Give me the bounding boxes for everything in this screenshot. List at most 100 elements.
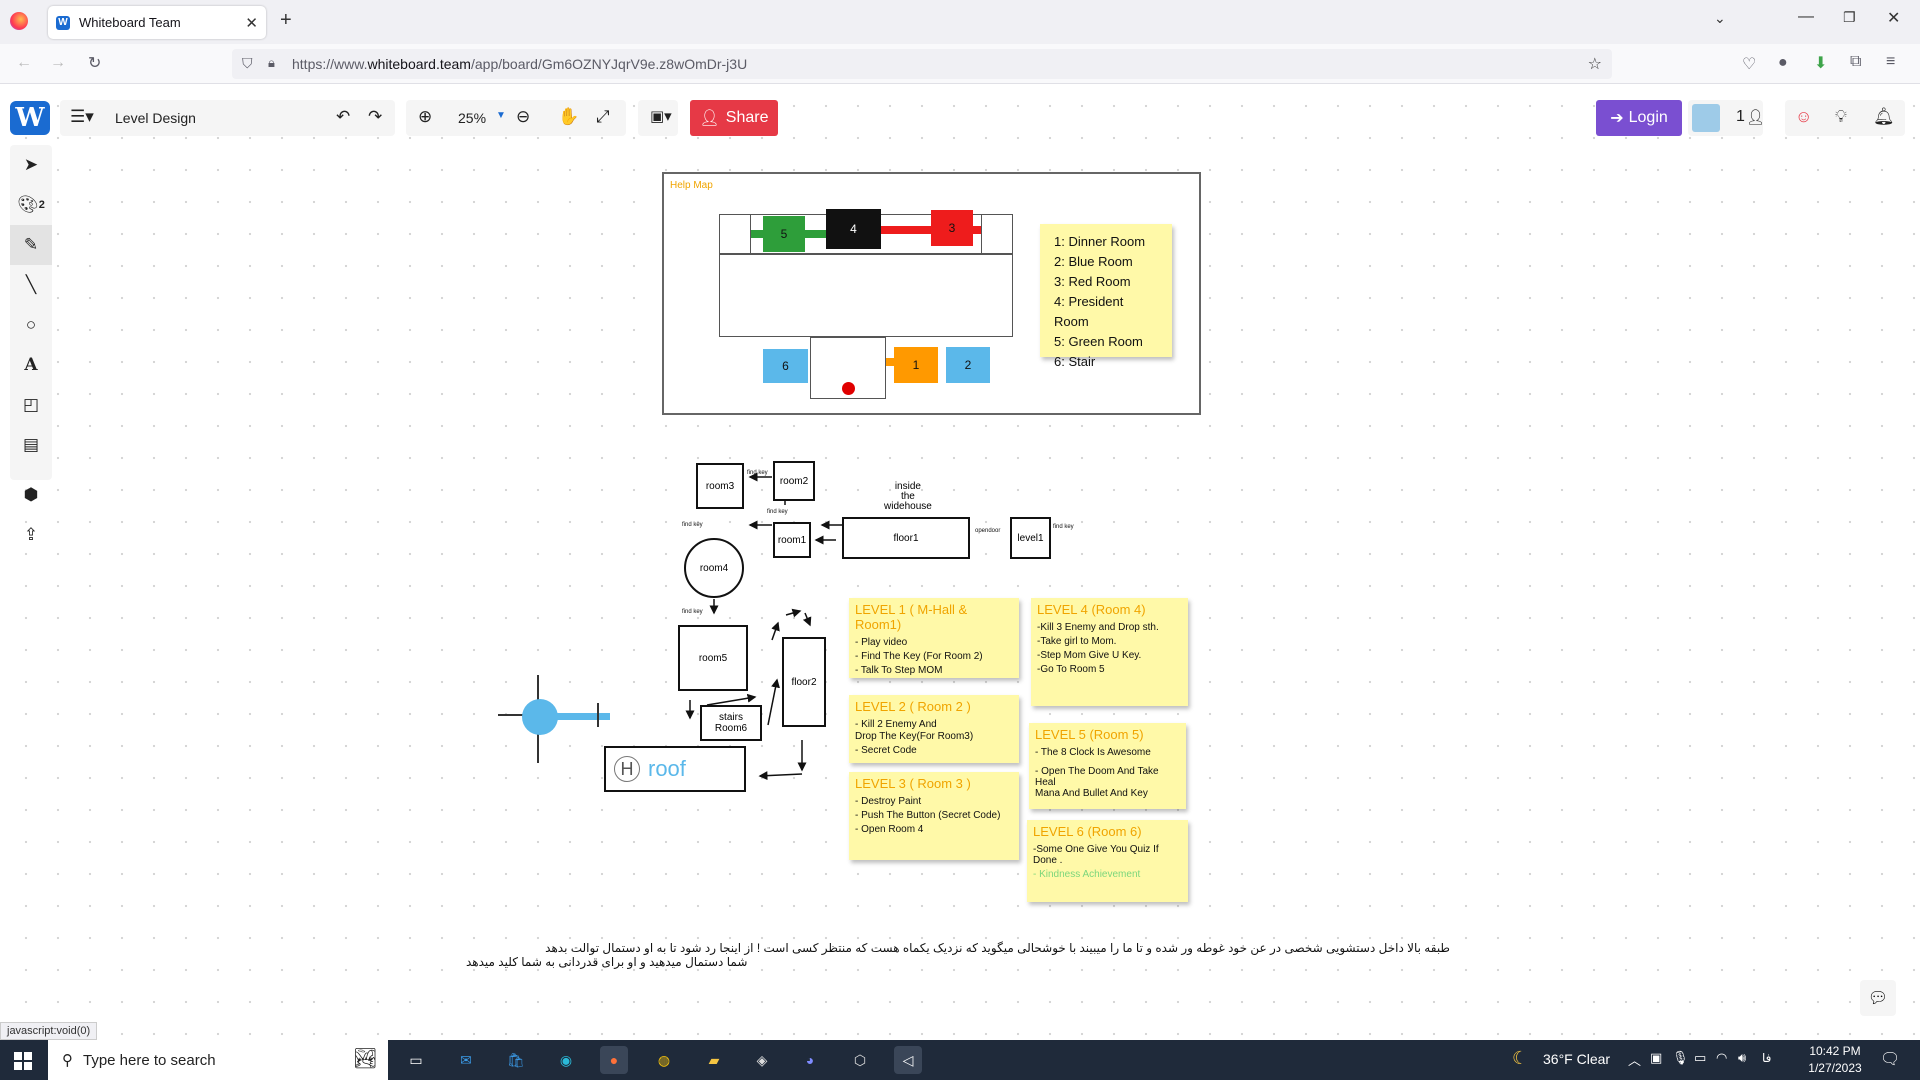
board-name[interactable]: Level Design [115,110,196,126]
red-room-3: 3 [931,210,973,246]
discord-icon[interactable]: ◕ [805,1052,815,1068]
tray-chevron-icon[interactable]: ︿ [1628,1053,1642,1068]
store-icon[interactable]: 🛍︎ [507,1051,525,1068]
game-app-icon[interactable]: ◈ [756,1051,768,1068]
task-view-icon[interactable]: ▭ [409,1051,423,1068]
roof-box[interactable]: H roof [604,746,746,792]
3d-shapes-tool-icon[interactable]: ⬢ [23,485,39,504]
persian-description[interactable]: طبقه بالا داخل دستشویی شخصی در عن خود غو… [466,941,1450,955]
pen-tool-icon[interactable]: ✎ [10,225,52,265]
chrome-icon[interactable]: ◍ [657,1051,671,1068]
redo-icon[interactable]: ↷ [368,107,383,126]
firefox-icon[interactable] [10,12,28,30]
notifications-icon[interactable]: 🗨︎ [1880,1051,1901,1068]
volume-icon[interactable]: 🔊︎ [1738,1050,1747,1065]
main-hall [719,254,1013,337]
zoom-in-icon[interactable]: ⊕ [418,107,433,126]
clock[interactable]: 10:42 PM 1/27/2023 [1800,1043,1870,1077]
level-4-note[interactable]: LEVEL 4 (Room 4) -Kill 3 Enemy and Drop … [1031,598,1188,706]
extensions-icon[interactable]: ⧉ [1850,53,1862,70]
browser-tab[interactable]: W Whiteboard Team ✕ [48,6,266,39]
taskbar-search-box[interactable]: ⚲ Type here to search 🏞︎ [48,1040,388,1080]
level-item: - The 8 Clock Is Awesome [1035,747,1151,758]
pocket-icon[interactable]: ♡ [1742,56,1757,73]
firefox-taskbar-icon[interactable]: ● [600,1046,628,1074]
level-6-note[interactable]: LEVEL 6 (Room 6) -Some One Give You Quiz… [1027,820,1188,902]
level-3-note[interactable]: LEVEL 3 ( Room 3 ) - Destroy Paint - Pus… [849,772,1019,860]
lightbulb-icon[interactable]: 💡︎ [1835,107,1847,126]
stairs-box[interactable]: stairs Room6 [700,705,762,741]
hamburger-menu-icon[interactable]: ☰▾ [70,107,94,126]
palette-tool-icon[interactable]: 🎨︎2 [17,195,45,214]
reload-icon[interactable]: ↻ [88,55,102,72]
room4-circle[interactable]: room4 [684,538,744,598]
help-map-frame[interactable]: Help Map 5 4 3 6 1 2 1: Dinner Room 2: B… [662,172,1201,415]
mail-icon[interactable]: ✉ [460,1051,472,1068]
zoom-dropdown-icon[interactable]: ▼ [496,110,506,121]
fit-screen-icon[interactable]: ⤢ [596,107,610,126]
login-button[interactable]: ➔Login [1596,100,1682,136]
minimize-icon[interactable]: — [1798,8,1814,25]
search-placeholder: Type here to search [83,1051,216,1069]
room2-box[interactable]: room2 [773,461,815,501]
language-indicator[interactable]: فا [1762,1051,1772,1065]
new-tab-icon[interactable]: + [280,9,292,31]
forward-icon[interactable]: → [50,54,66,71]
room5-box[interactable]: room5 [678,625,748,691]
battery-icon[interactable]: ▭ [1694,1050,1707,1065]
map-legend-note[interactable]: 1: Dinner Room 2: Blue Room 3: Red Room … [1040,224,1172,369]
avatar[interactable] [1692,104,1720,132]
line-tool-icon[interactable]: ╲ [25,275,37,294]
menu-icon[interactable]: ≡ [1886,53,1896,70]
url-bar[interactable]: ⛉ 🔒︎ https://www.whiteboard.team/app/boa… [232,49,1612,79]
search-icon: ⚲ [62,1052,73,1069]
level1-box[interactable]: level1 [1010,517,1051,559]
floor1-box[interactable]: floor1 [842,517,970,559]
floor2-box[interactable]: floor2 [782,637,826,727]
template-tool-icon[interactable]: ▤ [22,435,40,454]
user-icon[interactable]: 👤︎ [1746,109,1766,126]
bookmark-star-icon[interactable]: ☆ [1587,56,1602,73]
emoji-icon[interactable]: ☺ [1795,107,1813,126]
room3-box[interactable]: room3 [696,463,744,509]
wifi-icon[interactable]: ◠ [1716,1050,1728,1065]
upload-tool-icon[interactable]: ⇪ [23,525,39,544]
bell-icon[interactable]: 🔔︎ [1873,107,1895,126]
whiteboard-canvas[interactable]: W ☰▾ Level Design ↶ ↷ ⊕ 25% ▼ ⊖ ✋ ⤢ ▣▾ 👤… [0,85,1920,1040]
undo-icon[interactable]: ↶ [336,107,351,126]
unity-icon[interactable]: ⬡ [853,1051,867,1068]
text-tool-icon[interactable]: A [24,355,38,375]
whiteboard-logo[interactable]: W [10,101,50,135]
windows-start-icon[interactable] [14,1052,32,1070]
level-5-note[interactable]: LEVEL 5 (Room 5) - The 8 Clock Is Awesom… [1029,723,1186,809]
level-2-note[interactable]: LEVEL 2 ( Room 2 ) - Kill 2 Enemy And Dr… [849,695,1019,763]
restore-icon[interactable]: ❐ [1843,9,1856,25]
zoom-level[interactable]: 25% [458,110,487,126]
close-tab-icon[interactable]: ✕ [245,14,258,32]
zoom-out-icon[interactable]: ⊖ [516,107,531,126]
select-tool-icon[interactable]: ➤ [23,155,39,174]
microphone-icon[interactable]: 🎙︎ [1672,1050,1689,1065]
extension-c-icon[interactable]: ● [1778,54,1788,71]
hand-pan-icon[interactable]: ✋ [558,107,580,126]
visual-studio-icon[interactable]: ◁ [894,1046,922,1074]
tray-app-icon[interactable]: ▣ [1650,1050,1663,1065]
chat-icon[interactable]: 💬︎ [1860,980,1896,1016]
level-1-note[interactable]: LEVEL 1 ( M-Hall & Room1) - Play video -… [849,598,1019,678]
sticky-note-tool-icon[interactable]: ◰ [22,395,40,414]
persian-description-2[interactable]: شما دستمال میدهید و او برای قدردانی به ش… [466,955,766,969]
close-window-icon[interactable]: ✕ [1887,10,1901,27]
back-icon[interactable]: ← [16,54,32,71]
room1-box[interactable]: room1 [773,522,811,558]
circle-tool-icon[interactable]: ○ [25,315,37,334]
shield-icon[interactable]: ⛉ [242,55,253,71]
crosshair-doodle[interactable] [498,675,618,765]
download-icon[interactable]: ⬇ [1814,55,1828,72]
edge-icon[interactable]: ◉ [559,1051,573,1068]
file-explorer-icon[interactable]: ▰ [708,1051,720,1068]
share-button[interactable]: 👤︎Share [690,100,778,136]
tab-list-chevron-icon[interactable]: ⌄ [1714,10,1726,26]
weather-text[interactable]: 36°F Clear [1543,1051,1611,1067]
save-icon[interactable]: ▣▾ [650,108,672,125]
level-item: - Open Room 4 [855,824,924,835]
